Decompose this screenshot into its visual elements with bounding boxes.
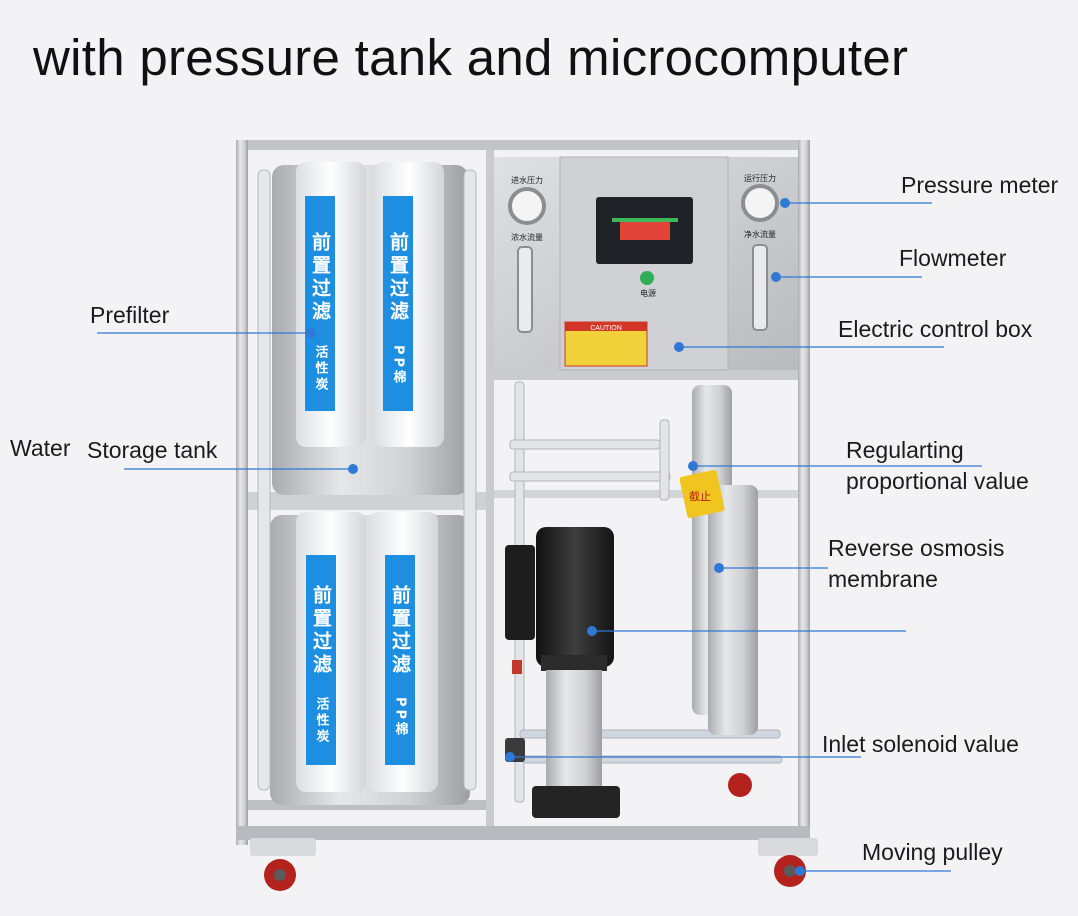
label-water: Water bbox=[10, 435, 71, 461]
run-pressure-label: 运行压力 bbox=[744, 173, 776, 183]
right-flowmeter bbox=[752, 244, 768, 331]
filter-sub-bottom-right: PP棉 bbox=[393, 697, 409, 738]
label-ro-line2: membrane bbox=[828, 566, 938, 592]
prefilter-vessel-lower bbox=[270, 512, 470, 805]
callout-dot-flowmeter bbox=[771, 272, 781, 282]
caster-right bbox=[758, 838, 818, 887]
run-pressure-gauge bbox=[741, 184, 779, 222]
callout-dot-storage-tank bbox=[348, 464, 358, 474]
power-label: 电源 bbox=[640, 288, 656, 298]
filter-sub-top-right: PP棉 bbox=[391, 345, 407, 386]
label-regulating-line1: Regularting bbox=[846, 437, 964, 463]
filter-label-bottom-left: 前置过滤 bbox=[310, 584, 332, 677]
caution-text: CAUTION bbox=[590, 325, 622, 332]
filter-label-top-right: 前置过滤 bbox=[387, 231, 409, 324]
prefilter-vessel-upper bbox=[272, 162, 468, 495]
gauges: 进水压力 浓水流量 运行压力 净水流量 电源 bbox=[508, 173, 779, 333]
filter-label-top-left: 前置过滤 bbox=[309, 231, 331, 324]
ro-membrane-housing: 截止 bbox=[679, 385, 758, 735]
label-electric-control-box: Electric control box bbox=[838, 316, 1033, 342]
filter-label-bottom-right: 前置过滤 bbox=[389, 584, 411, 677]
callout-dot-regulating-valve bbox=[688, 461, 698, 471]
label-inlet-solenoid: Inlet solenoid value bbox=[822, 731, 1019, 757]
filter-labels: 前置过滤 活性炭 前置过滤 PP棉 前置过滤 活性炭 前置过滤 PP棉 bbox=[309, 231, 411, 745]
label-prefilter: Prefilter bbox=[90, 302, 170, 328]
inlet-pressure-label: 进水压力 bbox=[511, 175, 543, 185]
label-storage-tank: Storage tank bbox=[87, 437, 218, 463]
label-pressure-meter: Pressure meter bbox=[901, 172, 1059, 198]
filter-sub-top-left: 活性炭 bbox=[313, 344, 329, 393]
filter-sub-bottom-left: 活性炭 bbox=[314, 696, 330, 745]
callout-dot-prefilter bbox=[306, 328, 316, 338]
label-moving-pulley: Moving pulley bbox=[862, 839, 1003, 865]
inlet-pressure-gauge bbox=[508, 187, 546, 225]
label-flowmeter: Flowmeter bbox=[899, 245, 1007, 271]
callout-dot-ro-membrane bbox=[714, 563, 724, 573]
callouts bbox=[97, 198, 982, 876]
callout-dot-inlet-solenoid bbox=[505, 752, 515, 762]
page-title: with pressure tank and microcomputer bbox=[33, 29, 909, 86]
inlet-flow-label: 浓水流量 bbox=[511, 232, 543, 242]
control-panel: CAUTION bbox=[494, 156, 798, 371]
callout-dot-pump bbox=[587, 626, 597, 636]
casters bbox=[250, 773, 818, 891]
callout-dot-control-box bbox=[674, 342, 684, 352]
label-ro-line1: Reverse osmosis bbox=[828, 535, 1005, 561]
valve-tag-text: 截止 bbox=[689, 489, 711, 503]
callout-dot-pressure-meter bbox=[780, 198, 790, 208]
side-pipes bbox=[257, 169, 477, 791]
callout-dot-moving-pulley bbox=[795, 866, 805, 876]
left-flowmeter bbox=[517, 246, 533, 333]
pure-flow-label: 净水流量 bbox=[744, 229, 776, 239]
label-regulating-line2: proportional value bbox=[846, 468, 1029, 494]
caster-left bbox=[250, 838, 316, 891]
